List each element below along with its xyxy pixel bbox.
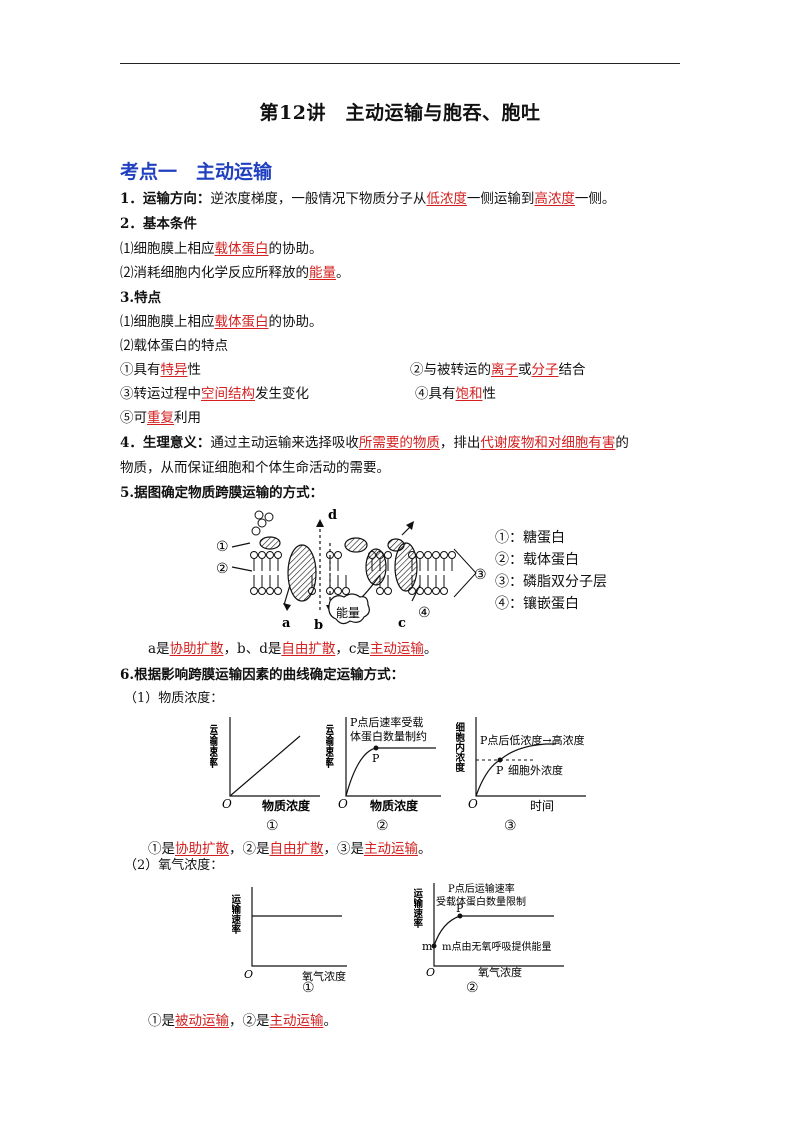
svg-text:运输速率: 运输速率 <box>232 894 241 935</box>
svg-text:细胞内浓度: 细胞内浓度 <box>456 721 466 773</box>
point-3-item-2: ②与被转运的离子或分子结合 <box>410 362 586 378</box>
graph-2-curve <box>345 747 436 797</box>
carrier-protein-a <box>287 544 317 602</box>
graph-2: P P点后速率受载 体蛋白数量制约 运输速率 O 物质浓度 <box>326 715 441 812</box>
graph-5-point-m <box>431 943 437 949</box>
svg-text:m点由无氧呼吸提供能量: m点由无氧呼吸提供能量 <box>442 940 551 953</box>
point-2-heading: 2．基本条件 <box>120 216 197 232</box>
point-6-answer-2: ①是被动运输，②是主动运输。 <box>148 1013 337 1029</box>
carrier-protein-c <box>394 542 418 592</box>
svg-text:物质浓度: 物质浓度 <box>370 798 419 812</box>
phospholipid-top-row <box>250 551 456 559</box>
phospholipid-bottom-row <box>250 587 448 595</box>
svg-text:O: O <box>468 797 478 811</box>
point-3-item-5: ⑤可重复利用 <box>120 410 201 426</box>
svg-text:时间: 时间 <box>530 799 554 812</box>
graph-1-number: ① <box>266 818 279 834</box>
point-3-line-2: ⑵载体蛋白的特点 <box>120 338 228 354</box>
graph-3-number: ③ <box>504 818 517 834</box>
graph-2-number: ② <box>376 818 389 834</box>
svg-text:P点后速率受载: P点后速率受载 <box>350 715 423 729</box>
point-4: 4．生理意义：通过主动运输来选择吸收所需要的物质，排出代谢废物和对细胞有害的 <box>120 435 629 451</box>
svg-text:O: O <box>426 966 435 978</box>
legend-item-1: ①：糖蛋白 <box>495 530 565 546</box>
header-rule <box>120 63 680 64</box>
point-3-item-1: ①具有特异性 <box>120 362 201 378</box>
svg-text:运输速率: 运输速率 <box>414 888 423 929</box>
fig-label-c: c <box>398 616 406 630</box>
svg-text:P: P <box>372 752 380 765</box>
fig-label-d: d <box>328 508 337 523</box>
legend-item-4: ④：镶嵌蛋白 <box>495 596 579 612</box>
graph-4: 运输速率 O 氧气浓度 <box>232 887 347 982</box>
svg-text:P: P <box>496 764 504 777</box>
page-title: 第12讲 主动运输与胞吞、胞吐 <box>259 102 541 124</box>
membrane-legend: ①：糖蛋白 ②：载体蛋白 ③：磷脂双分子层 ④：镶嵌蛋白 <box>495 527 607 615</box>
svg-text:细胞外浓度: 细胞外浓度 <box>508 763 563 777</box>
svg-text:O: O <box>338 797 348 811</box>
fig-label-a: a <box>282 616 291 630</box>
svg-text:m: m <box>422 940 433 953</box>
membrane-diagram: 能量 ① ② ③ ④ a b c d <box>216 508 487 630</box>
svg-text:P点后运输速率: P点后运输速率 <box>448 882 515 895</box>
point-6-sub-2: （2）氧气浓度： <box>124 858 224 873</box>
svg-text:P点后低浓度→高浓度: P点后低浓度→高浓度 <box>480 733 585 747</box>
point-6-heading: 6.根据影响跨膜运输因素的曲线确定运输方式： <box>120 667 405 683</box>
graph-5-point-p <box>457 913 463 919</box>
point-3-item-4: ④具有饱和性 <box>415 386 496 402</box>
point-2-line-1: ⑴细胞膜上相应载体蛋白的协助。 <box>120 241 323 257</box>
point-4-line-2: 物质，从而保证细胞和个体生命活动的需要。 <box>120 460 390 476</box>
svg-text:运输速率: 运输速率 <box>210 724 219 769</box>
legend-item-3: ③：磷脂双分子层 <box>495 574 607 590</box>
energy-blob <box>328 593 370 625</box>
svg-text:P: P <box>456 902 464 915</box>
point-5-answer: a是协助扩散，b、d是自由扩散，c是主动运输。 <box>148 641 438 657</box>
fig-label-b: b <box>314 618 323 630</box>
point-2-line-2: ⑵消耗细胞内化学反应所释放的能量。 <box>120 265 350 281</box>
svg-text:氧气浓度: 氧气浓度 <box>302 969 346 982</box>
graph-5-number: ② <box>466 980 479 996</box>
point-3-line-1: ⑴细胞膜上相应载体蛋白的协助。 <box>120 314 323 330</box>
svg-text:物质浓度: 物质浓度 <box>262 798 311 812</box>
glycoprotein-head <box>259 536 281 550</box>
point-6-answer-1: ①是协助扩散，②是自由扩散，③是主动运输。 <box>148 841 432 857</box>
graph-1: 运输速率 O 物质浓度 <box>210 717 320 812</box>
energy-label: 能量 <box>336 606 360 620</box>
graph-3: P P点后低浓度→高浓度 细胞外浓度 细胞内浓度 O 时间 <box>456 717 586 812</box>
point-6-sub-1: （1）物质浓度： <box>124 691 224 706</box>
svg-text:O: O <box>244 968 253 981</box>
graph-1-line <box>229 735 301 797</box>
fig-marker-2: ② <box>216 561 229 577</box>
legend-item-2: ②：载体蛋白 <box>495 552 579 568</box>
svg-text:受载体蛋白数量限制: 受载体蛋白数量限制 <box>436 895 526 908</box>
fig-marker-4: ④ <box>418 605 431 621</box>
graph-5: m P P点后运输速率 受载体蛋白数量限制 m点由无氧呼吸提供能量 运输速率 O… <box>414 882 564 978</box>
graph-4-number: ① <box>302 980 315 996</box>
fig-marker-1: ① <box>216 539 229 555</box>
svg-text:氧气浓度: 氧气浓度 <box>478 965 522 978</box>
point-5-heading: 5.据图确定物质跨膜运输的方式： <box>120 485 324 501</box>
point-1: 1．运输方向：逆浓度梯度，一般情况下物质分子从低浓度一侧运输到高浓度一侧。 <box>120 191 616 207</box>
graph-3-point <box>497 757 503 763</box>
fig-marker-3: ③ <box>474 567 487 583</box>
svg-text:体蛋白数量制约: 体蛋白数量制约 <box>350 729 427 743</box>
svg-text:O: O <box>222 797 232 811</box>
graph-2-point <box>373 745 379 751</box>
section-title: 考点一 主动运输 <box>120 161 273 183</box>
svg-text:运输速率: 运输速率 <box>326 724 335 769</box>
point-3-item-3: ③转运过程中空间结构发生变化 <box>120 386 309 402</box>
point-3-heading: 3.特点 <box>120 290 162 306</box>
